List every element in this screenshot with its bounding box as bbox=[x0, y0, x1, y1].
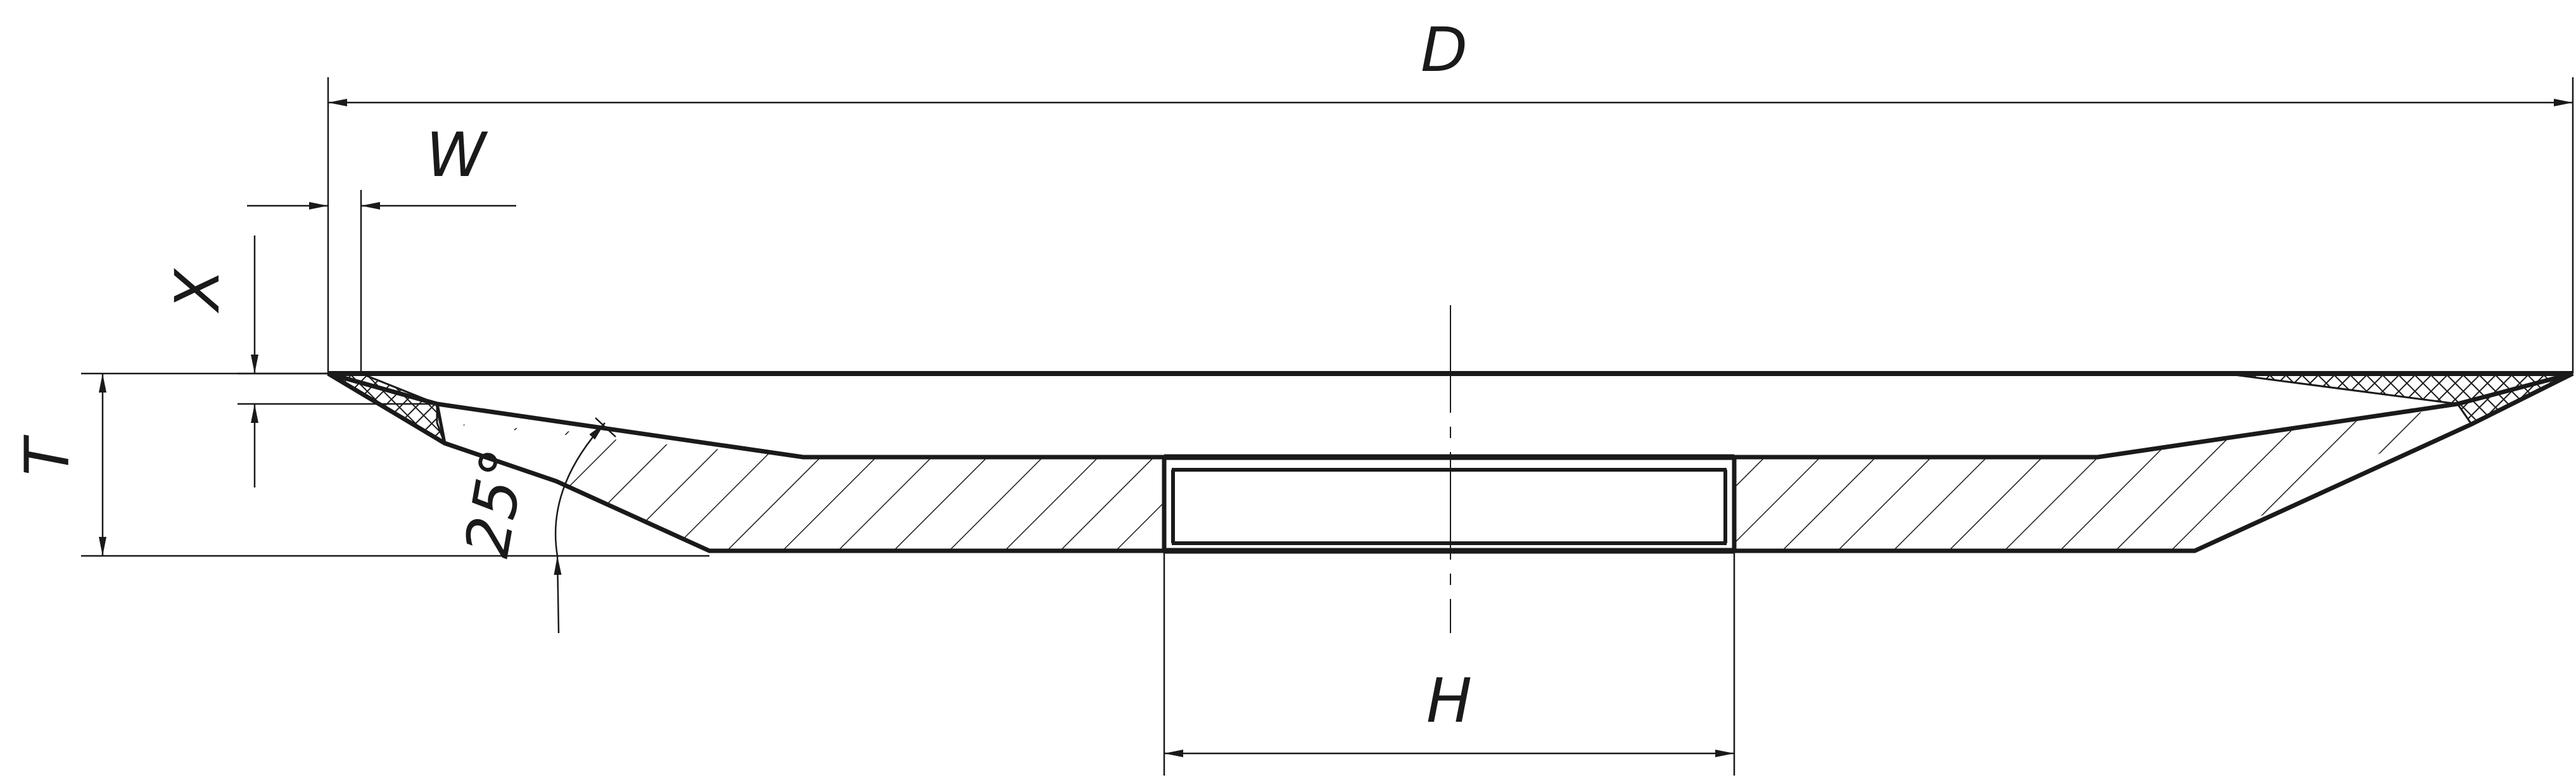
dimension-t bbox=[81, 372, 456, 557]
angle-arc bbox=[554, 422, 606, 557]
left-body-section bbox=[437, 423, 1164, 551]
bore bbox=[1164, 457, 1734, 551]
right-body-section bbox=[1734, 405, 2471, 551]
t-label: T bbox=[12, 434, 83, 475]
x-label: X bbox=[162, 268, 233, 314]
d-label: D bbox=[1421, 15, 1468, 85]
abrasive-inner-edge-left bbox=[435, 403, 447, 444]
angle-upper-tick bbox=[595, 417, 616, 437]
wheel-right-upper-edge bbox=[1734, 371, 2573, 460]
wheel-left-upper-edge bbox=[327, 371, 1164, 460]
wheel-right-lower-edge bbox=[1734, 371, 2574, 553]
angle-extension bbox=[555, 480, 710, 552]
wheel-cross-section bbox=[324, 371, 2574, 554]
w-label: W bbox=[426, 120, 488, 191]
dimension-h bbox=[1163, 551, 1735, 776]
dimension-d bbox=[327, 77, 2574, 374]
angle-dimension bbox=[456, 417, 710, 634]
angle-label: 25° bbox=[452, 444, 540, 562]
dimension-x bbox=[238, 236, 437, 487]
dimension-w bbox=[247, 190, 516, 374]
angle-lower-arrow bbox=[554, 555, 562, 634]
h-label: H bbox=[1426, 665, 1472, 736]
